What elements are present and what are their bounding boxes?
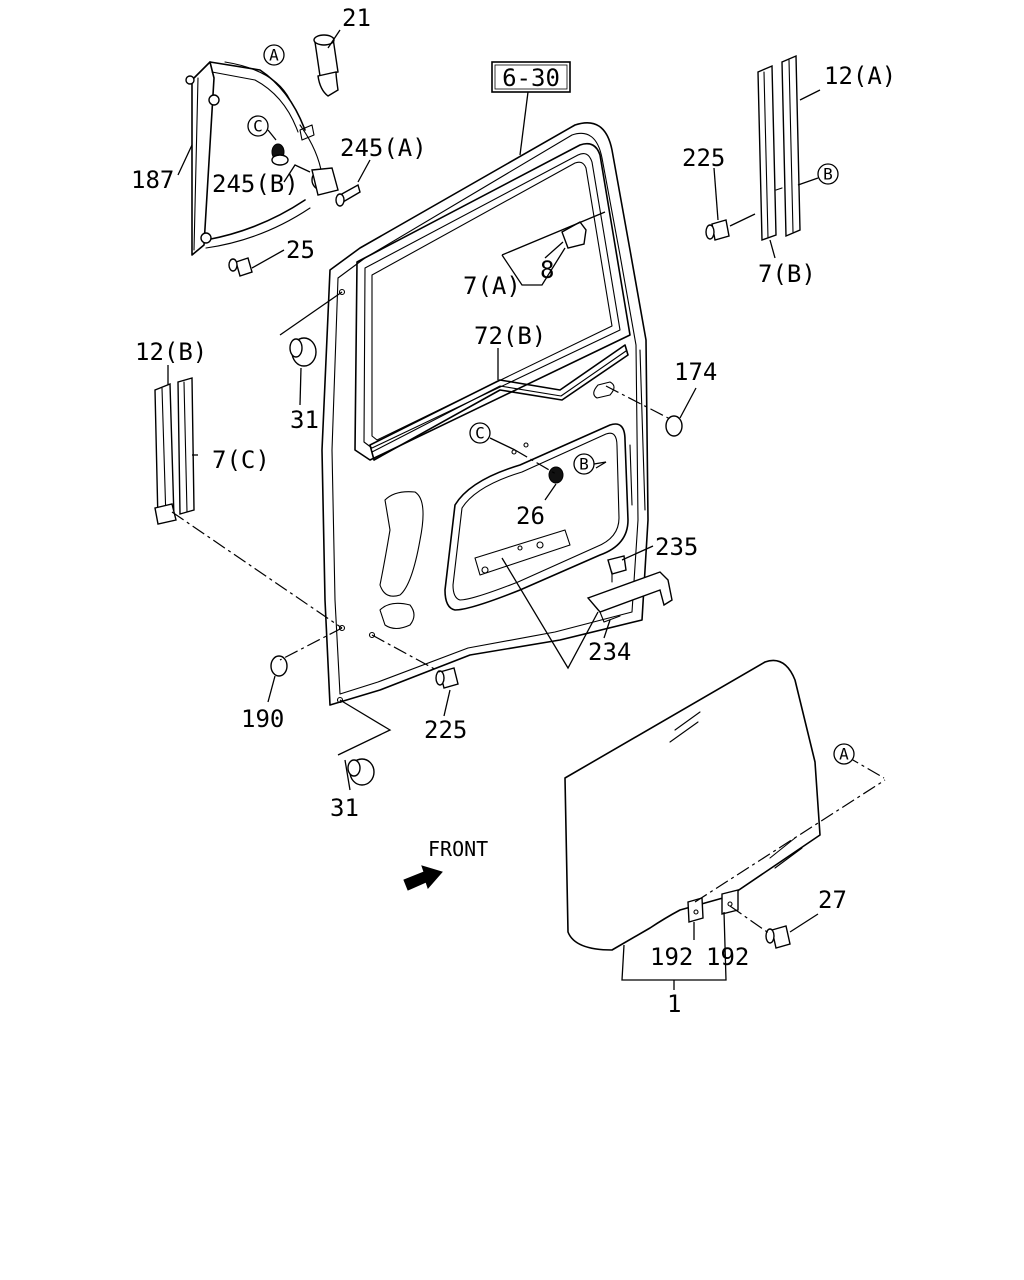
- run-channel-rear: [154, 377, 195, 525]
- label-245b: 245(B): [212, 170, 299, 198]
- label-225-top: 225: [682, 144, 725, 172]
- label-7b: 7(B): [758, 260, 816, 288]
- reference-box: 6-30: [491, 61, 571, 93]
- fasteners: [270, 221, 791, 949]
- label-234: 234: [588, 638, 631, 666]
- front-arrow-icon: [403, 865, 443, 891]
- label-1: 1: [667, 990, 681, 1018]
- label-245a: 245(A): [340, 134, 427, 162]
- label-8: 8: [540, 256, 554, 284]
- label-31-top: 31: [290, 406, 319, 434]
- reference-box-label: 6-30: [502, 64, 560, 92]
- svg-text:A: A: [269, 46, 279, 65]
- label-192-left: 192: [650, 943, 693, 971]
- label-25: 25: [286, 236, 315, 264]
- label-7c: 7(C): [212, 446, 270, 474]
- front-label: FRONT: [428, 837, 488, 861]
- callout-c-top: C: [247, 115, 269, 137]
- run-channel-front: [705, 54, 801, 241]
- door-panel: [321, 122, 649, 706]
- label-7a: 7(A): [463, 272, 521, 300]
- label-187: 187: [131, 166, 174, 194]
- label-27: 27: [818, 886, 847, 914]
- leader-lines: [167, 29, 821, 990]
- label-21: 21: [342, 4, 371, 32]
- label-31-bottom: 31: [330, 794, 359, 822]
- callout-a-glass: A: [833, 743, 855, 765]
- label-12a: 12(A): [824, 62, 896, 90]
- label-190: 190: [241, 705, 284, 733]
- label-174: 174: [674, 358, 717, 386]
- svg-text:C: C: [475, 424, 485, 443]
- svg-text:B: B: [579, 455, 589, 474]
- callout-b-mid: B: [573, 453, 595, 475]
- window-regulator-assembly: [185, 34, 361, 277]
- svg-text:B: B: [823, 165, 833, 184]
- callout-a-top: A: [263, 44, 285, 66]
- svg-text:C: C: [253, 117, 263, 136]
- svg-text:A: A: [839, 745, 849, 764]
- part-labels: 21 187 245(B) 245(A) 25 225 12(A) 7(B) 7…: [131, 4, 896, 1018]
- front-indicator: FRONT: [403, 837, 488, 891]
- label-12b: 12(B): [135, 338, 207, 366]
- callout-c-mid: C: [469, 422, 491, 444]
- label-26: 26: [516, 502, 545, 530]
- label-72b: 72(B): [474, 322, 546, 350]
- door-glass: [564, 659, 821, 951]
- callout-b-right: B: [817, 163, 839, 185]
- label-235: 235: [655, 533, 698, 561]
- label-192-right: 192: [706, 943, 749, 971]
- alignment-lines: [171, 385, 886, 935]
- label-225-bottom: 225: [424, 716, 467, 744]
